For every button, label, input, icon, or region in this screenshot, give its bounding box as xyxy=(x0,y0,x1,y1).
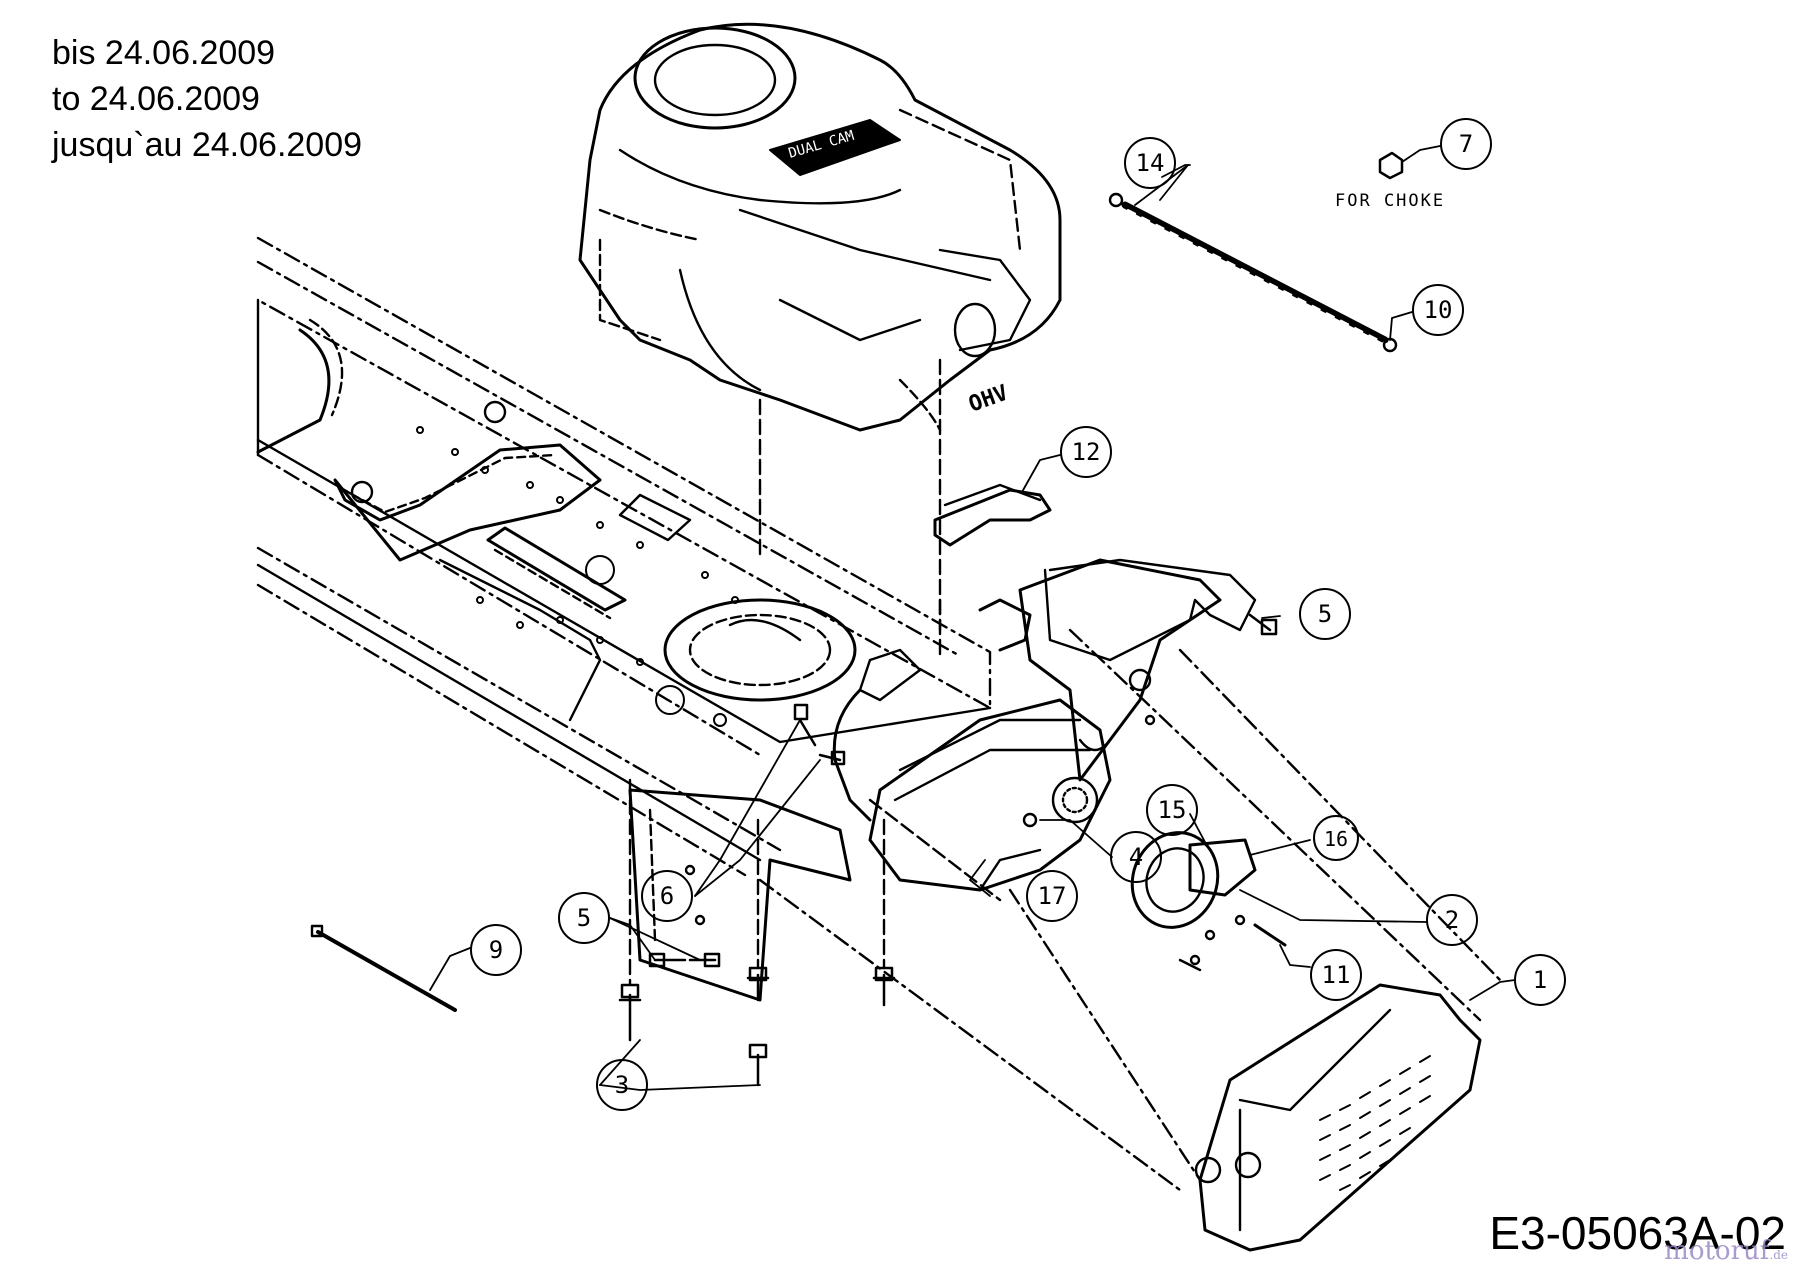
callout-5b: 5 xyxy=(577,904,591,932)
rear-top-bracket xyxy=(1043,558,1257,662)
callout-14: 14 xyxy=(1136,149,1165,177)
for-choke-note: FOR CHOKE xyxy=(1335,191,1445,211)
engine-fan-cover xyxy=(633,26,797,130)
callout-11: 11 xyxy=(1322,961,1351,989)
validity-header: bis 24.06.2009 to 24.06.2009 jusqu`au 24… xyxy=(52,30,362,168)
validity-line-de: bis 24.06.2009 xyxy=(52,34,276,72)
frame-bolts xyxy=(618,613,1278,1087)
callout-labels: 14 7 10 12 5 15 16 4 6 17 2 5 9 11 1 3 xyxy=(489,130,1547,1099)
validity-line-fr: jusqu`au 24.06.2009 xyxy=(52,126,363,164)
muffler-cover xyxy=(1194,983,1482,1252)
muffler xyxy=(832,598,1112,902)
drawing-code: E3-05063A-02 xyxy=(1489,1207,1786,1259)
callout-15: 15 xyxy=(1158,796,1187,824)
watermark: motoruf.de xyxy=(1664,1236,1788,1266)
choke-nut xyxy=(1378,151,1404,180)
frame-chassis xyxy=(256,236,1257,1002)
callout-3: 3 xyxy=(615,1071,629,1099)
right-rear-bracket xyxy=(1018,558,1222,782)
watermark-text: motoruf xyxy=(1664,1236,1770,1266)
callout-7: 7 xyxy=(1459,130,1473,158)
engine-shroud xyxy=(578,22,1062,432)
frame-cutout xyxy=(333,443,602,562)
choke-cable xyxy=(1121,201,1389,344)
deflector-cap xyxy=(1188,838,1257,897)
callout-9: 9 xyxy=(489,936,503,964)
leader-lines xyxy=(429,145,1516,1091)
callout-6: 6 xyxy=(660,882,674,910)
frame-holes xyxy=(416,426,739,727)
callout-5a: 5 xyxy=(1318,600,1332,628)
callout-17: 17 xyxy=(1038,882,1067,910)
deflector-plate xyxy=(1130,831,1220,929)
engine: DUAL CAM OHV xyxy=(578,22,1062,632)
screw-11 xyxy=(1253,923,1287,947)
engine-mount-ring xyxy=(663,598,857,702)
callout-16: 16 xyxy=(1324,827,1348,851)
callout-10: 10 xyxy=(1424,296,1453,324)
callout-1: 1 xyxy=(1533,966,1547,994)
callout-12: 12 xyxy=(1072,438,1101,466)
callout-4: 4 xyxy=(1129,843,1143,871)
callout-2: 2 xyxy=(1445,906,1459,934)
cable-tie xyxy=(316,930,457,1012)
callout-bubbles xyxy=(470,118,1566,1111)
watermark-suffix: .de xyxy=(1769,1248,1788,1262)
engine-ohv-label: OHV xyxy=(966,381,1012,418)
validity-line-en: to 24.06.2009 xyxy=(52,80,260,118)
